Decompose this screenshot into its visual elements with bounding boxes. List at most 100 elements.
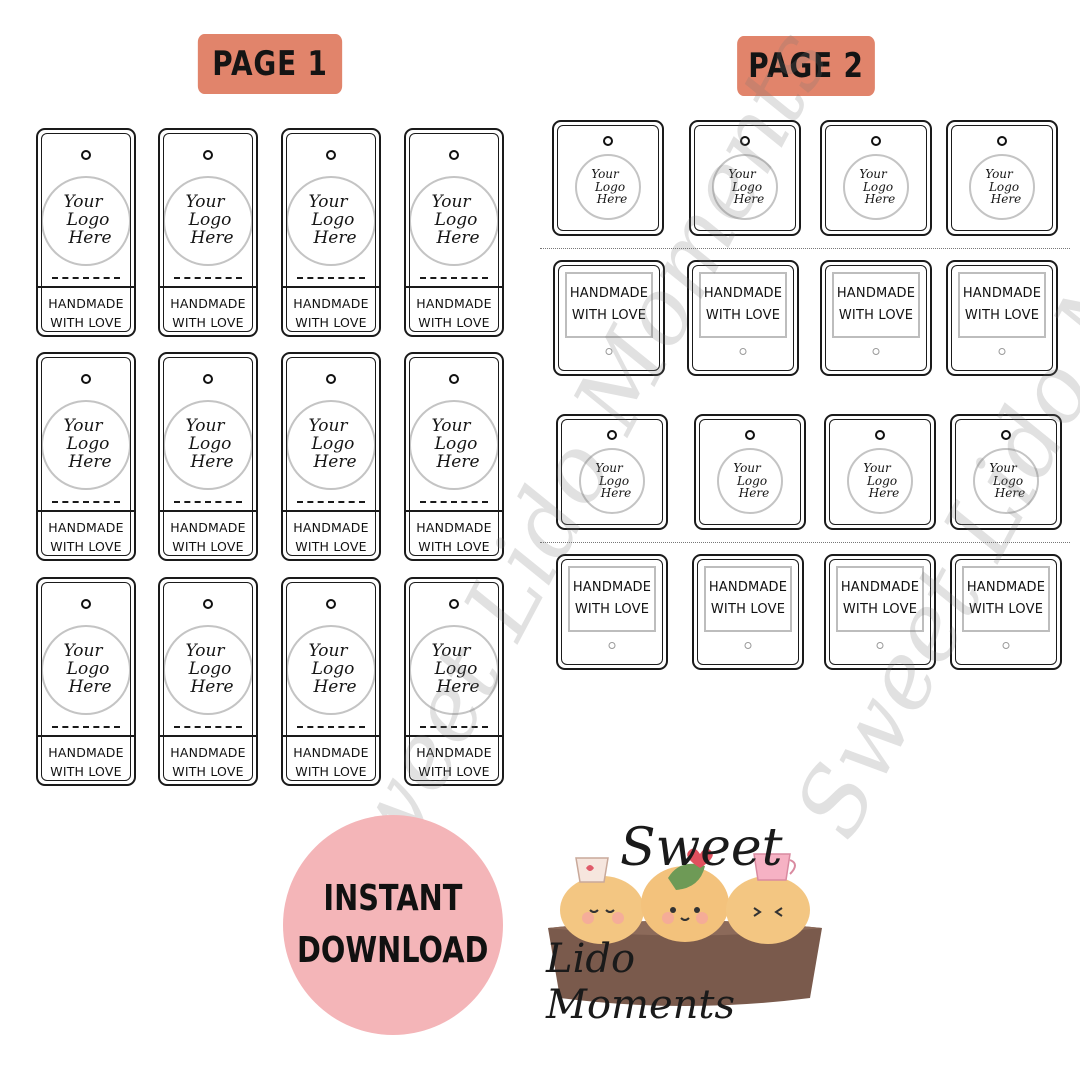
logo-text: Your — [591, 167, 619, 182]
handmade-text: HANDMADE WITH LOVE — [38, 743, 134, 781]
handmade-line: WITH LOVE — [964, 308, 1040, 323]
signature-dash — [174, 501, 242, 503]
logo-text: Logo — [434, 659, 478, 680]
hole-icon — [739, 348, 747, 355]
tag-divider — [38, 286, 134, 288]
brand-line-2: Lido Moments — [546, 936, 736, 1028]
logo-text: Here — [436, 227, 480, 248]
handmade-line: HANDMADE — [569, 286, 649, 301]
tag-divider — [283, 735, 379, 737]
logo-text: Your — [63, 641, 103, 662]
hole-icon — [326, 599, 336, 609]
logo-text: Logo — [434, 210, 478, 231]
logo-text: Logo — [188, 659, 232, 680]
hole-icon — [449, 599, 459, 609]
handmade-line: HANDMADE — [703, 286, 783, 301]
logo-text: Here — [994, 486, 1026, 501]
logo-text: Here — [190, 227, 234, 248]
handmade-line: HANDMADE — [48, 745, 124, 760]
handmade-line: WITH LOVE — [574, 602, 650, 617]
logo-text: Logo — [992, 473, 1024, 488]
logo-text: Logo — [598, 473, 630, 488]
hole-icon — [449, 150, 459, 160]
hole-icon — [1001, 430, 1011, 440]
page-1-label-text: PAGE 1 — [212, 44, 328, 84]
logo-text: Logo — [311, 659, 355, 680]
handmade-line: HANDMADE — [293, 745, 369, 760]
logo-text: Your — [733, 461, 761, 476]
hole-icon — [326, 374, 336, 384]
hole-icon — [608, 642, 616, 649]
logo-text: Here — [864, 192, 896, 207]
hole-icon — [203, 599, 213, 609]
logo-text: Here — [313, 451, 357, 472]
logo-text: Logo — [311, 434, 355, 455]
handmade-line: WITH LOVE — [418, 315, 490, 330]
hole-icon — [997, 136, 1007, 146]
tag-divider — [38, 735, 134, 737]
brand-name-top: Sweet — [620, 818, 783, 878]
handmade-line: HANDMADE — [170, 745, 246, 760]
handmade-line: WITH LOVE — [50, 315, 122, 330]
handmade-line: HANDMADE — [293, 520, 369, 535]
hole-icon — [740, 136, 750, 146]
logo-text: Here — [190, 676, 234, 697]
handmade-line: WITH LOVE — [50, 764, 122, 779]
badge-line-1: INSTANT — [323, 878, 463, 919]
logo-text: Your — [989, 461, 1017, 476]
handmade-line: HANDMADE — [962, 286, 1042, 301]
hole-icon — [605, 348, 613, 355]
handmade-line: HANDMADE — [293, 296, 369, 311]
logo-text: Logo — [66, 659, 110, 680]
handmade-line: WITH LOVE — [571, 308, 647, 323]
signature-dash — [174, 277, 242, 279]
handmade-line: HANDMADE — [966, 580, 1046, 595]
logo-text: Here — [313, 676, 357, 697]
hole-icon — [81, 599, 91, 609]
signature-dash — [52, 277, 120, 279]
handmade-line: WITH LOVE — [710, 602, 786, 617]
hole-icon — [744, 642, 752, 649]
signature-dash — [174, 726, 242, 728]
logo-text: Logo — [594, 179, 626, 194]
hole-icon — [203, 374, 213, 384]
tag-divider — [406, 286, 502, 288]
square-text-tag: HANDMADE WITH LOVE — [687, 260, 799, 376]
tag-divider — [38, 510, 134, 512]
logo-text: Here — [436, 676, 480, 697]
handmade-line: WITH LOVE — [172, 539, 244, 554]
signature-dash — [420, 501, 488, 503]
logo-text: Your — [595, 461, 623, 476]
hole-icon — [872, 348, 880, 355]
hole-icon — [998, 348, 1006, 355]
tag-divider — [283, 510, 379, 512]
cut-line — [540, 248, 1070, 249]
logo-text: Here — [990, 192, 1022, 207]
handmade-box: HANDMADE WITH LOVE — [565, 272, 653, 338]
hole-icon — [607, 430, 617, 440]
handmade-line: WITH LOVE — [705, 308, 781, 323]
hole-icon — [603, 136, 613, 146]
brand-line-1: Sweet — [620, 818, 783, 878]
